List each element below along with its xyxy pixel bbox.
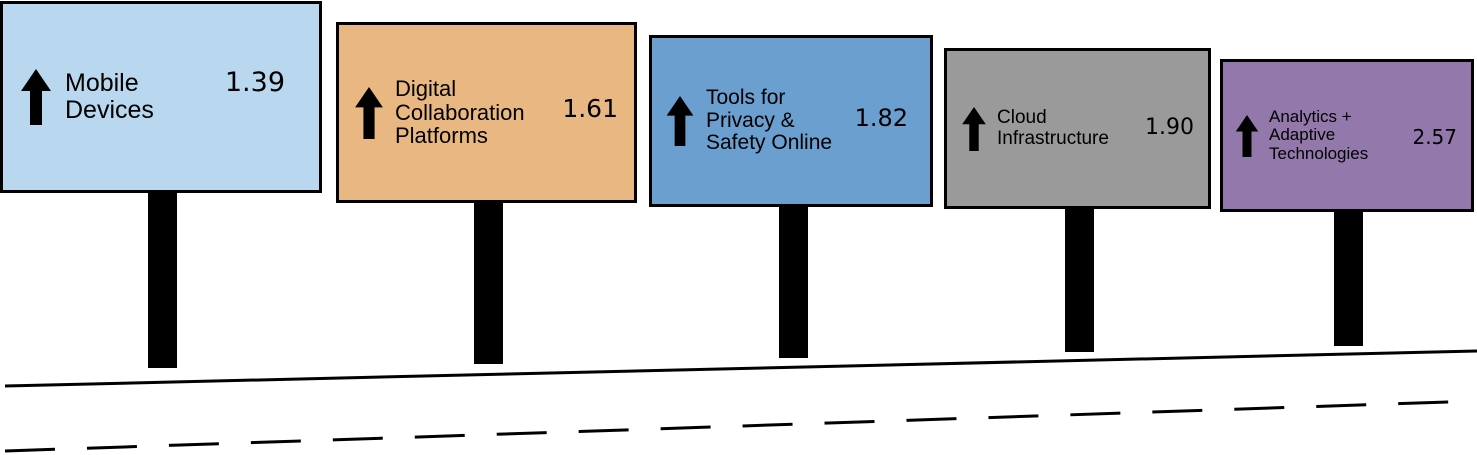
sign-4-label: Cloud Infrastructure: [997, 107, 1109, 149]
sign-1-label: Mobile Devices: [65, 69, 154, 124]
up-arrow-icon: [961, 106, 987, 151]
sign-1: Mobile Devices 1.39: [0, 1, 322, 193]
sign-1-value: 1.39: [224, 66, 285, 98]
up-arrow-icon: [21, 69, 51, 125]
sign-post-3: [779, 205, 808, 358]
sign-post-1: [148, 192, 177, 368]
sign-3-value: 1.82: [854, 104, 908, 132]
sign-post-4: [1065, 206, 1094, 352]
up-arrow-icon: [355, 86, 383, 139]
sign-5-label: Analytics + Adaptive Technologies: [1269, 107, 1369, 163]
sign-5: Analytics + Adaptive Technologies 2.57: [1220, 59, 1474, 212]
sign-4: Cloud Infrastructure 1.90: [944, 48, 1211, 209]
road-center-dashed-line: [4, 399, 1477, 453]
sign-4-value: 1.90: [1145, 115, 1194, 140]
sign-2-label: Digital Collaboration Platforms: [395, 76, 525, 149]
road-edge-line: [4, 349, 1477, 388]
sign-2: Digital Collaboration Platforms 1.61: [336, 22, 637, 203]
sign-post-2: [474, 200, 503, 364]
sign-3: Tools for Privacy & Safety Online 1.82: [649, 35, 933, 207]
sign-3-label: Tools for Privacy & Safety Online: [706, 86, 833, 155]
sign-5-value: 2.57: [1412, 124, 1457, 149]
sign-2-value: 1.61: [562, 94, 618, 123]
up-arrow-icon: [666, 96, 694, 146]
up-arrow-icon: [1235, 114, 1259, 157]
sign-post-5: [1334, 208, 1363, 346]
